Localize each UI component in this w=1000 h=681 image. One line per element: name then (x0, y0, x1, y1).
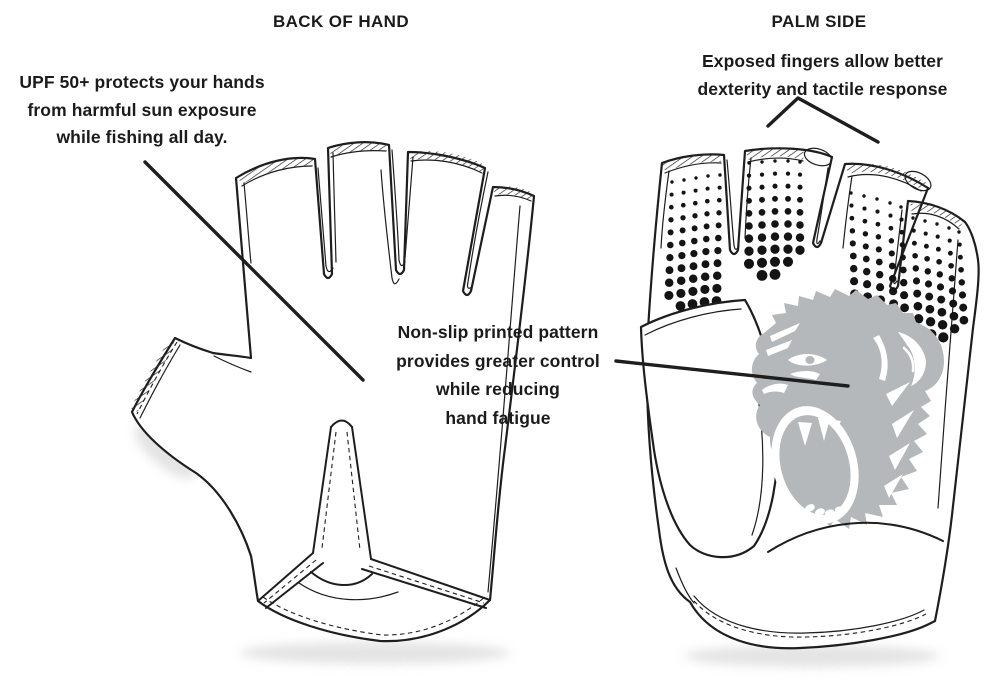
upf-annotation-line: from harmful sun exposure (27, 99, 257, 120)
back-of-hand-title: BACK OF HAND (272, 12, 410, 31)
upf-annotation-line: while fishing all day. (56, 127, 228, 147)
exposed-fingers-line: dexterity and tactile response (697, 79, 948, 99)
fingertip-trim-bands (130, 142, 534, 412)
exposed-fingers-annotation: Exposed fingers allow better dexterity a… (675, 47, 970, 103)
palm-fingertip-trim (662, 148, 965, 228)
exposed-fingers-line: Exposed fingers allow better (701, 51, 944, 71)
screaming-ape-graphic (751, 289, 944, 529)
non-slip-line: hand fatigue (445, 407, 551, 428)
non-slip-callout-line (614, 359, 850, 388)
callout-lines (143, 96, 880, 388)
ground-shadows (134, 425, 940, 667)
non-slip-line: Non-slip printed pattern (397, 322, 599, 342)
upf-annotation-line: UPF 50+ protects your hands (19, 72, 265, 92)
back-of-hand-glove-illustration (130, 141, 536, 643)
upf-annotation: UPF 50+ protects your hands from harmful… (2, 69, 282, 152)
non-slip-line: while reducing (436, 379, 560, 399)
non-slip-annotation: Non-slip printed pattern provides greate… (378, 318, 618, 432)
palm-side-glove-illustration (639, 147, 980, 650)
cuff-binding (257, 419, 491, 609)
palm-side-title: PALM SIDE (771, 12, 867, 31)
non-slip-line: provides greater control (396, 350, 600, 371)
upf-callout-line (143, 160, 365, 382)
exposed-fingers-callout-line (766, 96, 880, 144)
